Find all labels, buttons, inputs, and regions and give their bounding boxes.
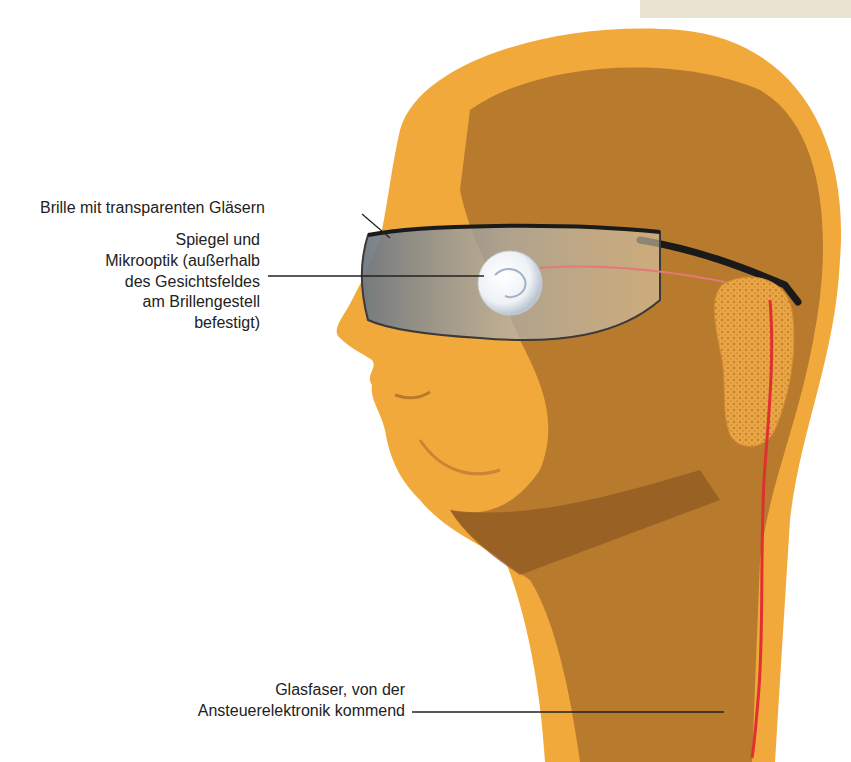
chin-line: [420, 440, 500, 474]
glasses-frame: [368, 226, 660, 235]
glass-fiber: [752, 300, 772, 758]
head-shade: [450, 67, 823, 762]
leader-line: [362, 214, 390, 238]
mouth-line: [395, 392, 430, 398]
head-outline: [337, 28, 841, 762]
top-strip: [640, 0, 851, 18]
mirror-detail: [495, 269, 525, 297]
ear: [714, 277, 794, 446]
glasses-lens: [362, 226, 660, 340]
callout-label: Glasfaser, von der Ansteuerelektronik ko…: [150, 680, 405, 722]
leader-line: [268, 275, 484, 276]
callout-label: Spiegel und Mikrooptik (außerhalb des Ge…: [100, 230, 260, 334]
callout-label: Brille mit transparenten Gläsern: [40, 198, 355, 219]
mirror-optics: [478, 251, 542, 315]
jaw-shadow: [450, 470, 720, 575]
leader-line: [412, 711, 724, 712]
